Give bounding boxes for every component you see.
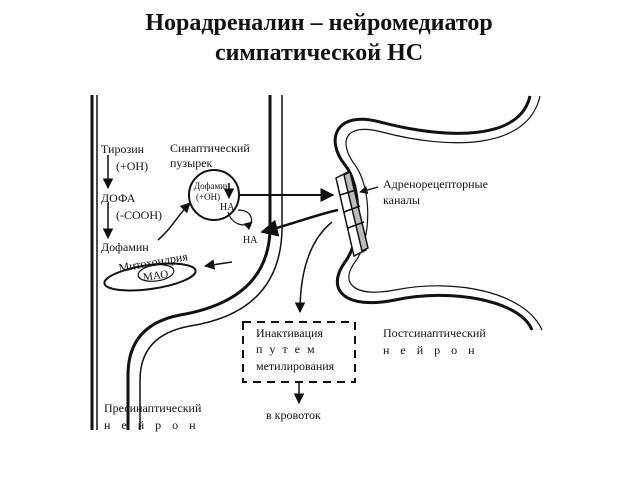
receptor-channels [335,170,369,258]
label-presynaptic-2: н е й р о н [104,418,200,432]
label-oh: (+ОН) [116,159,148,173]
label-vesicle-oh: (+ОН) [196,192,220,202]
label-tyrosine: Тирозин [101,142,145,156]
arrow-na-vesicle-loop2 [237,209,253,227]
title-line-1: Норадреналин – нейромедиатор [145,10,493,36]
label-dopamine: Дофамин [101,240,149,254]
postsynaptic-membrane [333,95,534,331]
postsynaptic-membrane-inner [345,95,543,331]
label-inactivation-1: Инактивация [256,326,323,340]
label-dopa: ДОФА [101,191,136,205]
arrow-na-vesicle-loop [227,211,253,231]
presynaptic-membrane [126,95,272,430]
label-mao: МАО [142,268,169,283]
label-vesicle-2: пузырек [170,156,213,170]
slide-title: Норадреналин – нейромедиатор симпатическ… [0,8,638,68]
label-postsynaptic-1: Постсинаптический [383,326,486,340]
label-na-free: НА [243,235,258,246]
arrow-reuptake [260,208,339,237]
label-cooh: (-СООН) [116,208,162,222]
arrow-to-inactivation [294,221,333,314]
label-blood: в кровоток [266,408,321,422]
mao-oval [137,264,175,282]
label-inactivation-3: метилирования [256,359,335,373]
label-postsynaptic-2: н е й р о н [383,343,479,357]
label-vesicle-1: Синаптический [170,141,250,155]
arrow-dopamine-to-vesicle [157,202,191,241]
label-receptors-1: Адренорецепторные [383,177,488,191]
label-vesicle-na: НА [220,202,235,213]
arrow-receptor-label [359,185,379,195]
label-inactivation-2: п у т е м [256,342,317,356]
presynaptic-membrane-outer [139,95,283,430]
synaptic-vesicle [188,169,240,221]
title-line-2: симпатической НС [214,40,424,66]
label-presynaptic-1: Пресинаптический [104,401,202,415]
arrow-to-mitochondria [203,259,233,270]
label-vesicle-dopamine: Дофамин [194,181,230,191]
label-receptors-2: каналы [383,193,420,207]
